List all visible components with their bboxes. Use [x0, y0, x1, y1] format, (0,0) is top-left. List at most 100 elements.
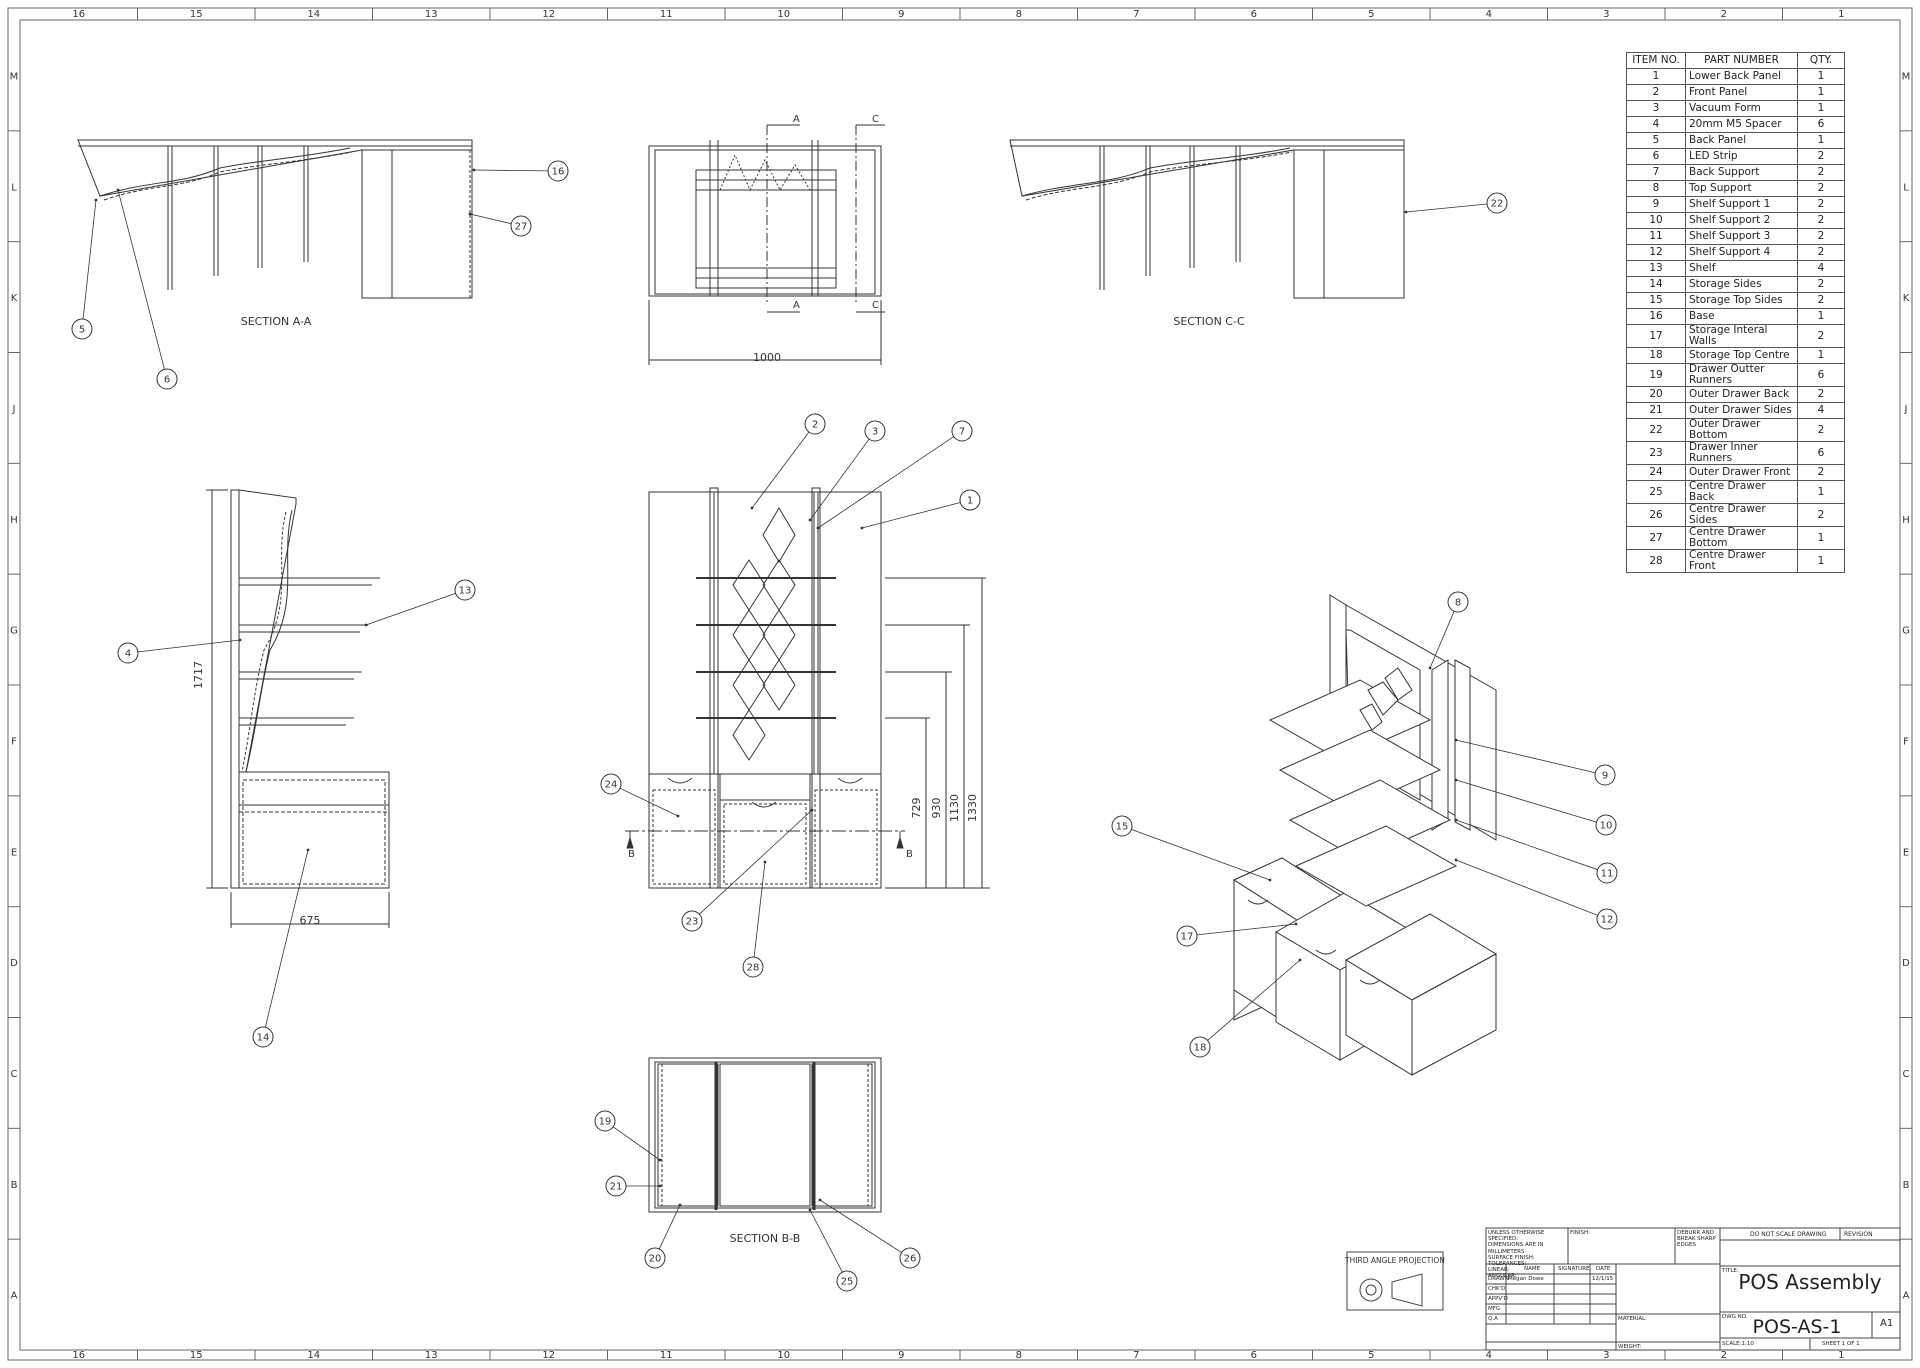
balloon-circle	[951, 420, 973, 442]
cut-b-left: B	[628, 849, 635, 860]
inner-border	[19, 19, 1901, 1351]
bom-qty-cell: 6	[1797, 363, 1845, 387]
bom-item-cell: 25	[1626, 480, 1686, 504]
balloon-18: 18	[1189, 958, 1302, 1058]
leader-line	[82, 199, 97, 320]
bom-part-cell: Drawer Inner Runners	[1685, 441, 1798, 465]
bom-item-cell: 14	[1626, 276, 1686, 293]
zone-row-label: A	[11, 1291, 18, 1302]
balloon-16: 16	[472, 160, 569, 182]
zone-column-label: 3	[1603, 9, 1609, 20]
leader-line	[1131, 829, 1271, 881]
balloon-label: 4	[125, 649, 131, 660]
zone-column-label: 11	[660, 9, 673, 20]
bom-part-cell: Outer Drawer Back	[1685, 386, 1798, 403]
dim-side-height: 1717	[192, 661, 205, 689]
zone-row-label: F	[11, 736, 17, 747]
tb-sheet: SHEET 1 OF 1	[1822, 1341, 1860, 1347]
leader-dot	[816, 526, 820, 530]
zone-row-label: J	[12, 404, 16, 415]
leader-line	[1429, 611, 1455, 669]
balloon-label: 24	[605, 780, 618, 791]
balloon-circle	[600, 773, 622, 795]
bom-qty-cell: 2	[1797, 386, 1845, 403]
bom-qty-cell: 4	[1797, 260, 1845, 277]
zone-column-label: 8	[1016, 1350, 1022, 1361]
balloon-3: 3	[808, 420, 886, 522]
bom-qty-cell: 2	[1797, 503, 1845, 527]
zone-column-label: 15	[190, 9, 203, 20]
bom-qty-cell: 1	[1797, 308, 1845, 325]
side-view	[206, 489, 390, 928]
zone-column-label: 2	[1721, 9, 1727, 20]
zone-row-label: E	[1903, 847, 1909, 858]
bom-header-row: ITEM NO. PART NUMBER QTY.	[1626, 52, 1845, 69]
tb-size: A1	[1880, 1318, 1894, 1329]
bom-part-cell: Storage Top Sides	[1685, 292, 1798, 309]
zone-row-label: C	[1903, 1069, 1910, 1080]
leader-line	[1455, 779, 1597, 823]
tb-title-label: TITLE:	[1722, 1268, 1739, 1274]
cut-a-bottom: A	[793, 300, 800, 311]
bom-part-cell: Shelf Support 4	[1685, 244, 1798, 261]
bom-qty-cell: 2	[1797, 228, 1845, 245]
bom-qty-cell: 6	[1797, 441, 1845, 465]
bom-item-cell: 7	[1626, 164, 1686, 181]
zone-row-label: D	[1902, 958, 1910, 969]
balloon-label: 5	[79, 325, 85, 336]
leader-dot	[658, 1184, 662, 1188]
balloon-label: 27	[515, 222, 528, 233]
balloon-25: 25	[808, 1208, 858, 1292]
bom-part-cell: Centre Drawer Sides	[1685, 503, 1798, 527]
dim-h1330: 1330	[966, 794, 979, 822]
bom-part-cell: 20mm M5 Spacer	[1685, 116, 1798, 133]
leader-line	[473, 169, 549, 172]
balloon-circle	[454, 579, 476, 601]
bom-qty-cell: 1	[1797, 347, 1845, 364]
bom-part-cell: Storage Sides	[1685, 276, 1798, 293]
bom-qty-cell: 2	[1797, 464, 1845, 481]
zone-row-label: K	[1903, 293, 1910, 304]
bom-part-cell: Front Panel	[1685, 84, 1798, 101]
section-aa-view	[77, 139, 473, 299]
zone-row-label: B	[1903, 1180, 1910, 1191]
balloon-13: 13	[364, 579, 476, 627]
leader-line	[1196, 923, 1297, 936]
bom-header-qty: QTY.	[1797, 52, 1845, 69]
balloon-9: 9	[1454, 738, 1616, 786]
dim-h930: 930	[930, 798, 943, 819]
zone-column-label: 1	[1838, 9, 1844, 20]
leader-dot	[676, 814, 680, 818]
balloon-circle	[547, 160, 569, 182]
balloon-24: 24	[600, 773, 680, 818]
balloon-label: 17	[1181, 932, 1194, 943]
balloon-label: 12	[1601, 915, 1614, 926]
zone-row-label: J	[1904, 404, 1908, 415]
bom-qty-cell: 1	[1797, 68, 1845, 85]
balloon-circle	[804, 413, 826, 435]
bom-qty-cell: 2	[1797, 244, 1845, 261]
zone-column-label: 7	[1133, 9, 1139, 20]
bom-part-cell: Centre Drawer Back	[1685, 480, 1798, 504]
balloon-circle	[594, 1110, 616, 1132]
zone-markers: 1616151514141313121211111010998877665544…	[8, 8, 1912, 1361]
leader-dot	[763, 860, 767, 864]
bom-qty-cell: 1	[1797, 526, 1845, 550]
bom-qty-cell: 2	[1797, 324, 1845, 348]
leader-dot	[1404, 210, 1408, 214]
zone-row-label: E	[11, 847, 17, 858]
zone-column-label: 9	[898, 9, 904, 20]
bom-item-cell: 6	[1626, 148, 1686, 165]
leader-line	[1455, 859, 1598, 916]
isometric-view	[1232, 594, 1498, 1076]
bom-item-cell: 13	[1626, 260, 1686, 277]
zone-row-label: A	[1903, 1291, 1910, 1302]
